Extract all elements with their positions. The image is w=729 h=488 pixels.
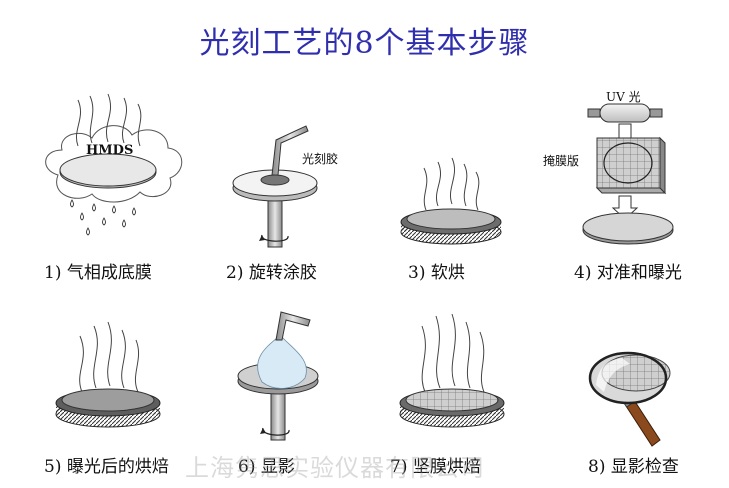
step1-caption: 1) 气相成底膜 (44, 263, 152, 283)
photoresist-puddle (260, 174, 290, 186)
step4-caption: 4) 对准和曝光 (574, 263, 682, 283)
step1-vapor-prime-illustration (45, 93, 183, 236)
step2-spin-coat-illustration (232, 125, 318, 248)
droplets (70, 199, 136, 236)
step4-align-expose-illustration (582, 103, 674, 245)
step8-caption: 8) 显影检查 (588, 457, 679, 477)
uv-light-label: UV 光 (606, 90, 641, 104)
step5-caption: 5) 曝光后的烘焙 (44, 457, 169, 477)
page-title: 光刻工艺的8个基本步骤 (199, 26, 530, 61)
step8-inspect-illustration (588, 351, 671, 447)
step3-soft-bake-illustration (400, 157, 502, 245)
watermark: 上海隽思实验仪器有限公司 (185, 454, 485, 482)
photomask-label: 掩膜版 (543, 154, 580, 168)
uv-lamp (599, 103, 651, 123)
photoresist-label: 光刻胶 (302, 152, 339, 166)
step7-caption: 7) 坚膜烘焙 (390, 457, 481, 477)
hmds-label: HMDS (86, 143, 134, 158)
step3-caption: 3) 软烘 (408, 263, 465, 283)
step2-caption: 2) 旋转涂胶 (226, 263, 317, 283)
magnifier-handle (625, 399, 661, 447)
step6-caption: 6) 显影 (238, 457, 295, 477)
developer-spray (257, 337, 307, 389)
step5-post-exposure-bake-illustration (55, 321, 161, 428)
dispense-nozzle (271, 125, 309, 176)
photomask (596, 137, 661, 189)
step6-develop-illustration (237, 311, 319, 441)
step7-hard-bake-illustration (399, 313, 505, 428)
